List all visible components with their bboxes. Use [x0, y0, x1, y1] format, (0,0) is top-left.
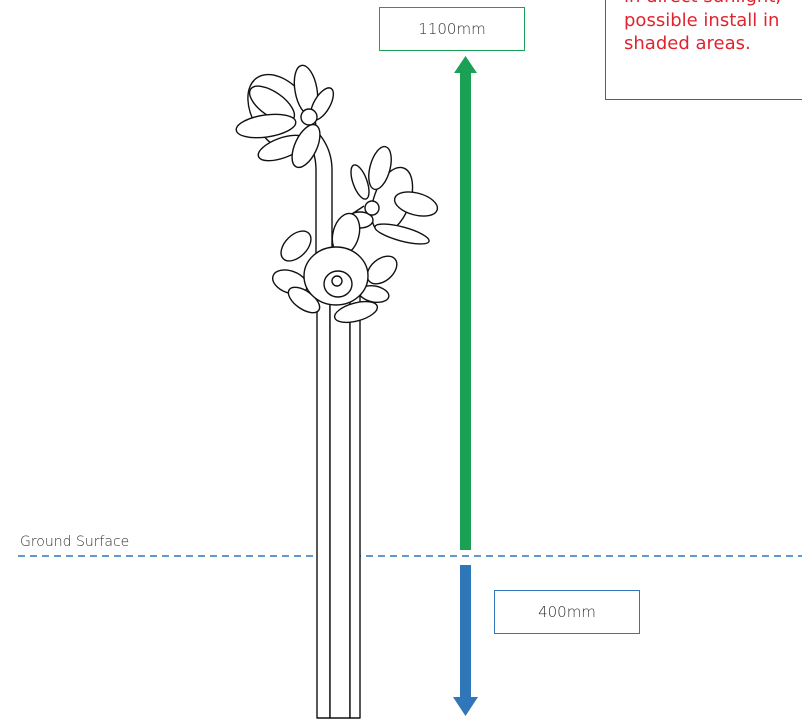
- flower-upper: [235, 64, 335, 169]
- above-ground-arrow: [454, 56, 477, 550]
- note-line: in direct sunlight,: [624, 0, 802, 9]
- ground-surface-label: Ground Surface: [20, 534, 130, 550]
- install-note: in direct sunlight, possible install in …: [605, 0, 802, 100]
- below-ground-dimension-box: 400mm: [494, 590, 640, 634]
- note-line: possible install in: [624, 9, 780, 31]
- solar-flower-light-icon: [235, 64, 439, 719]
- post: [316, 289, 361, 719]
- below-ground-arrow: [453, 565, 478, 716]
- flower-front: [271, 212, 398, 324]
- above-ground-dimension: 1100mm: [418, 20, 486, 38]
- flower-right: [346, 145, 439, 245]
- note-line: shaded areas.: [624, 33, 751, 54]
- above-ground-dimension-box: 1100mm: [379, 7, 525, 51]
- below-ground-dimension: 400mm: [538, 603, 596, 621]
